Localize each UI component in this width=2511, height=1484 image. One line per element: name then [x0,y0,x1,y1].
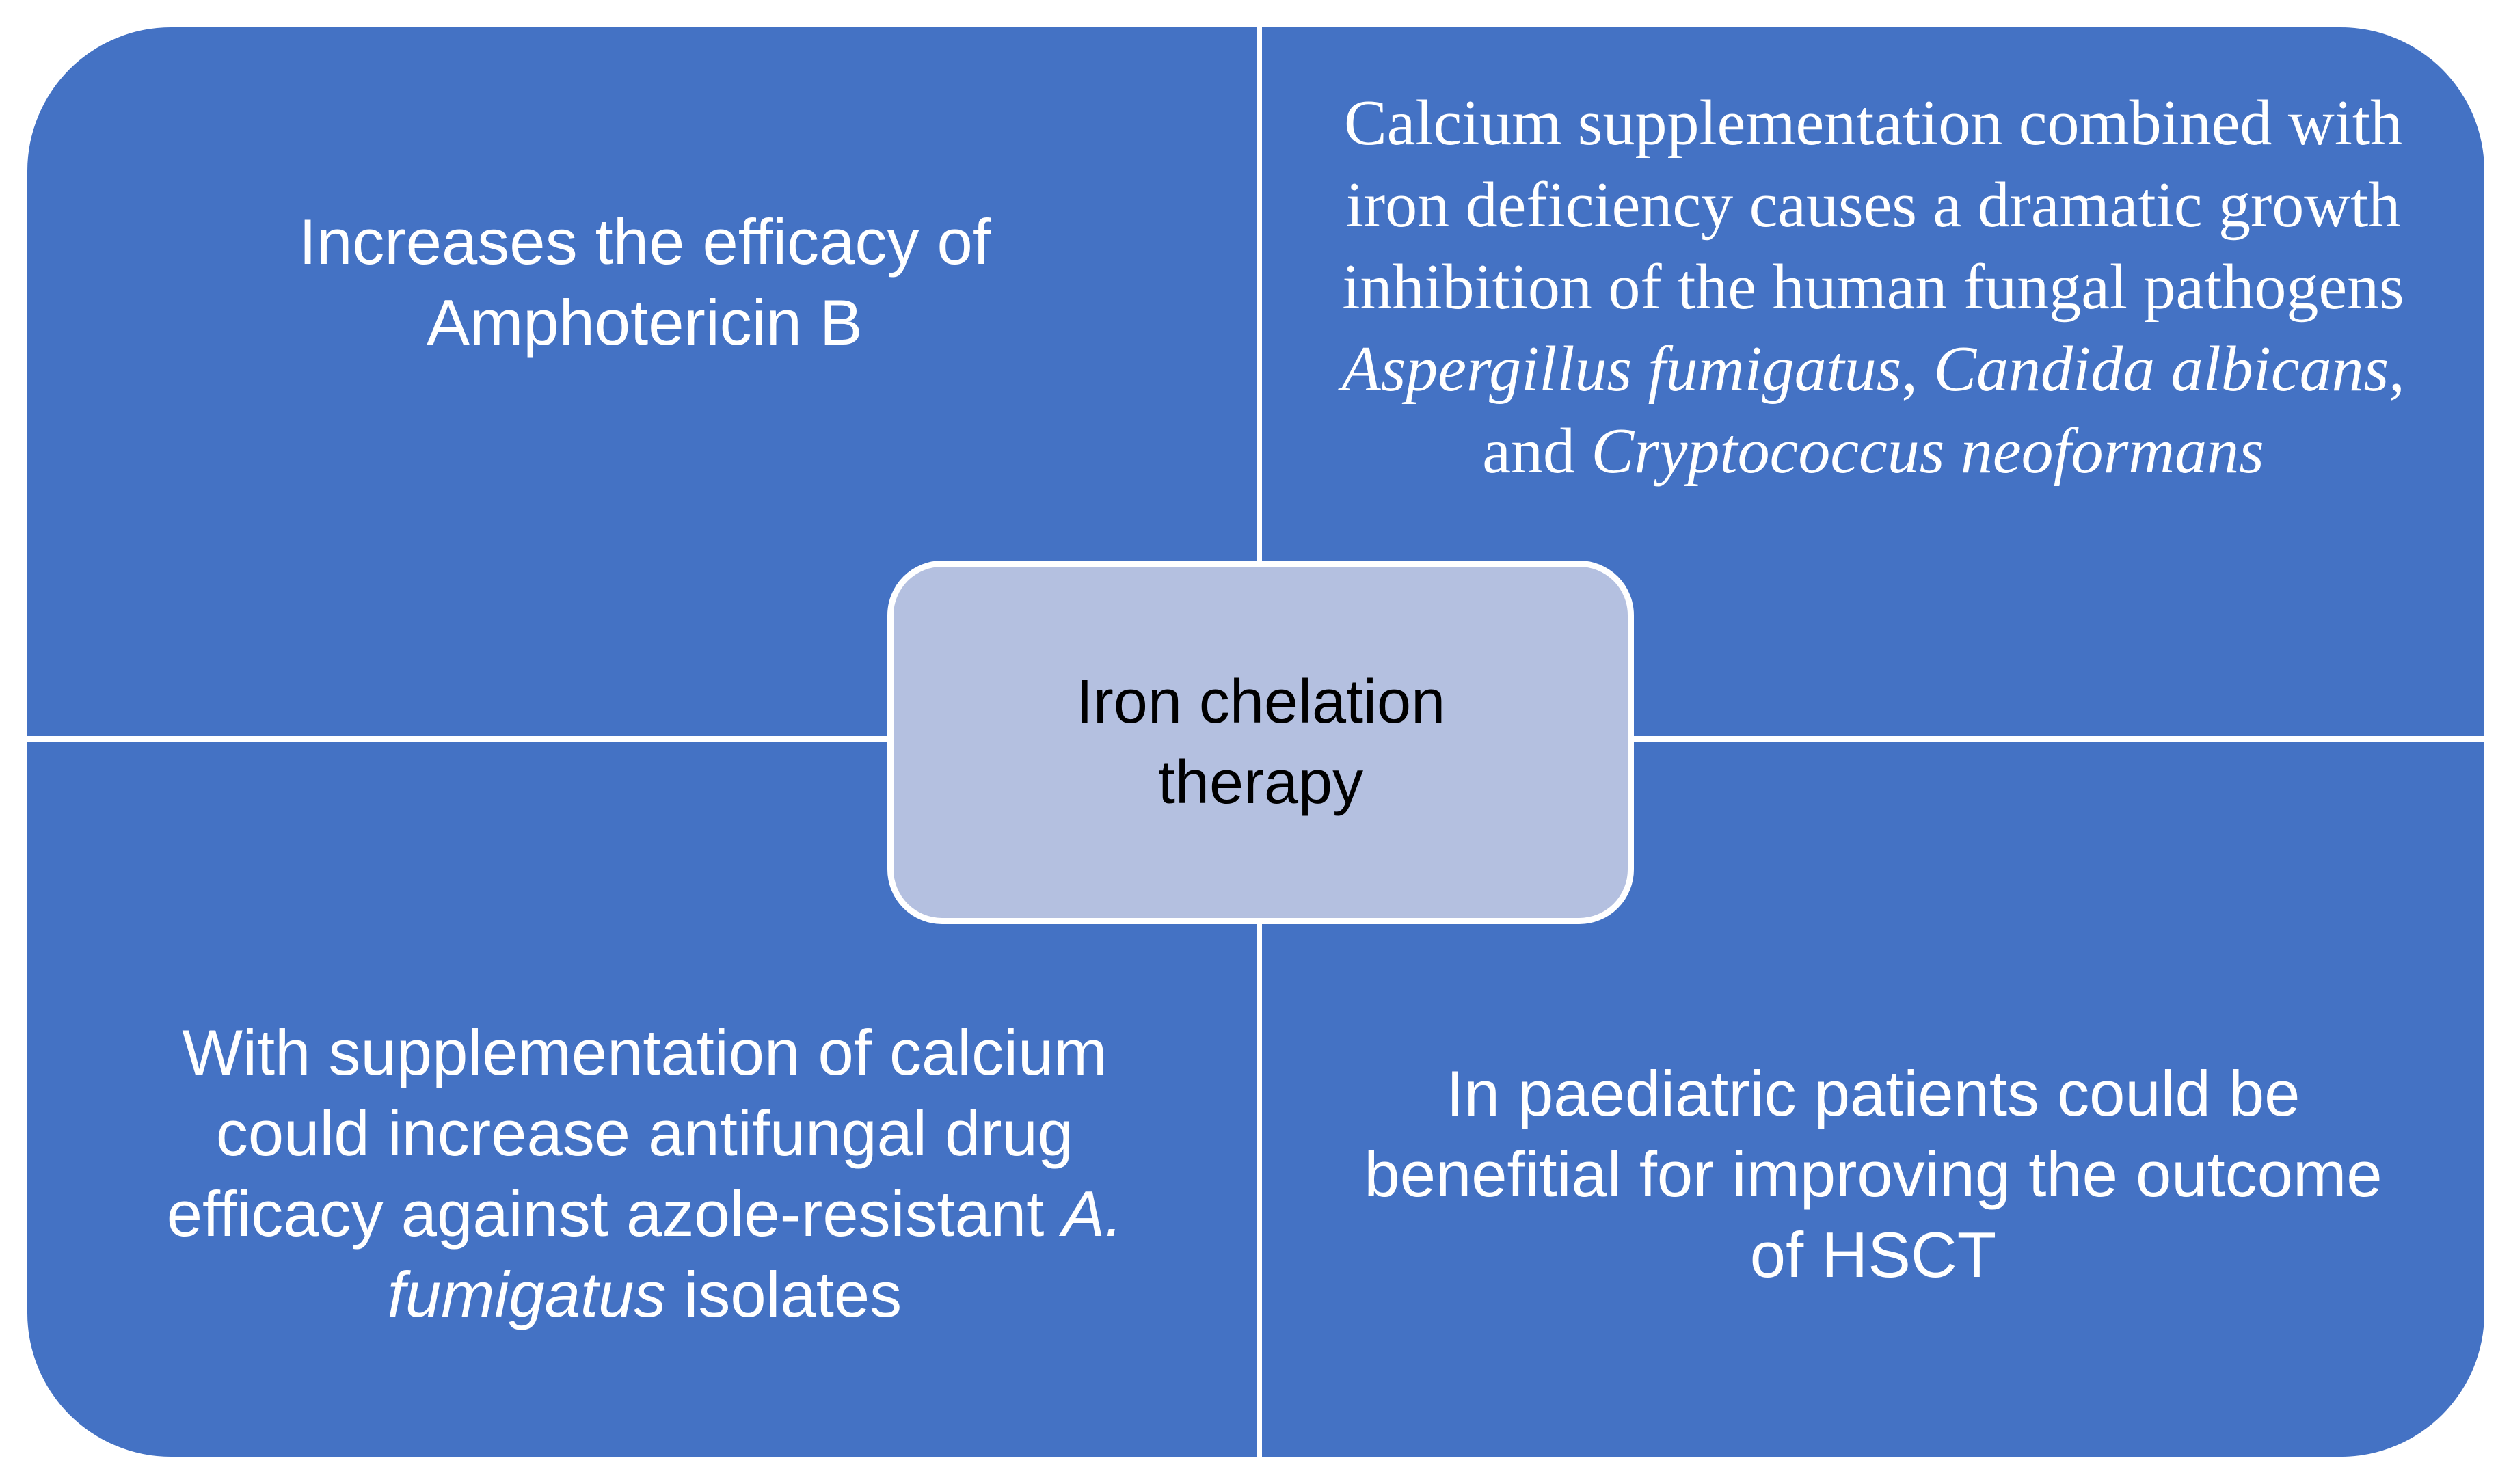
bl-line-4: fumigatus isolates [84,1254,1205,1335]
species-aspergillus: Aspergillus fumigatus [1341,334,1902,405]
central-node-iron-chelation: Iron chelation therapy [887,561,1634,924]
bl-line-1: With supplementation of calcium [182,1016,1107,1088]
effect-paediatric-hsct-text: In paediatric patients could be benefiti… [1306,1053,2441,1295]
bl-line-3: efficacy against azole-resistant A. [84,1174,1205,1254]
center-line-1: Iron chelation [1075,668,1446,736]
tr-line-4: Aspergillus fumigatus, Candida albicans, [1285,328,2461,410]
bl-line-3-italic: A. [1062,1178,1123,1250]
tr-line-2: iron deficiency causes a dramatic growth [1345,170,2401,241]
tr-line-3: inhibition of the human fungal pathogens [1342,252,2404,323]
bl-line-4-text: isolates [666,1258,902,1330]
tr-sep-2: , [2389,334,2405,405]
br-line-3: of HSCT [1749,1219,1997,1291]
tr-and: and [1482,416,1592,487]
effect-calcium-iron-text: Calcium supplementation combined with ir… [1285,82,2461,492]
tr-line-1: Calcium supplementation combined with [1343,87,2403,159]
br-line-1: In paediatric patients could be [1446,1057,2300,1129]
center-line-2: therapy [1157,748,1364,817]
bl-line-2: could increase antifungal drug [215,1097,1074,1169]
tl-line-2: Amphotericin B [427,286,863,358]
central-node-label: Iron chelation therapy [1076,662,1445,823]
quadrant-top-left: Increases the efficacy of Amphotericin B [27,27,1262,739]
tl-line-1: Increases the efficacy of [299,206,991,278]
tr-line-5: and Cryptococcus neoformans [1285,410,2461,492]
species-candida: Candida albicans [1933,334,2389,405]
bl-line-4-italic: fumigatus [387,1258,667,1330]
species-cryptococcus: Cryptococcus neoformans [1591,416,2264,487]
quadrant-bottom-left: With supplementation of calcium could in… [27,739,1262,1457]
br-line-2: benefitial for improving the outcome [1364,1138,2382,1210]
bl-line-3-text: efficacy against azole-resistant [166,1178,1062,1250]
effect-azole-resistant-text: With supplementation of calcium could in… [84,1012,1205,1335]
tr-sep-1: , [1901,334,1934,405]
effect-amphotericin-text: Increases the efficacy of Amphotericin B [200,202,1089,363]
